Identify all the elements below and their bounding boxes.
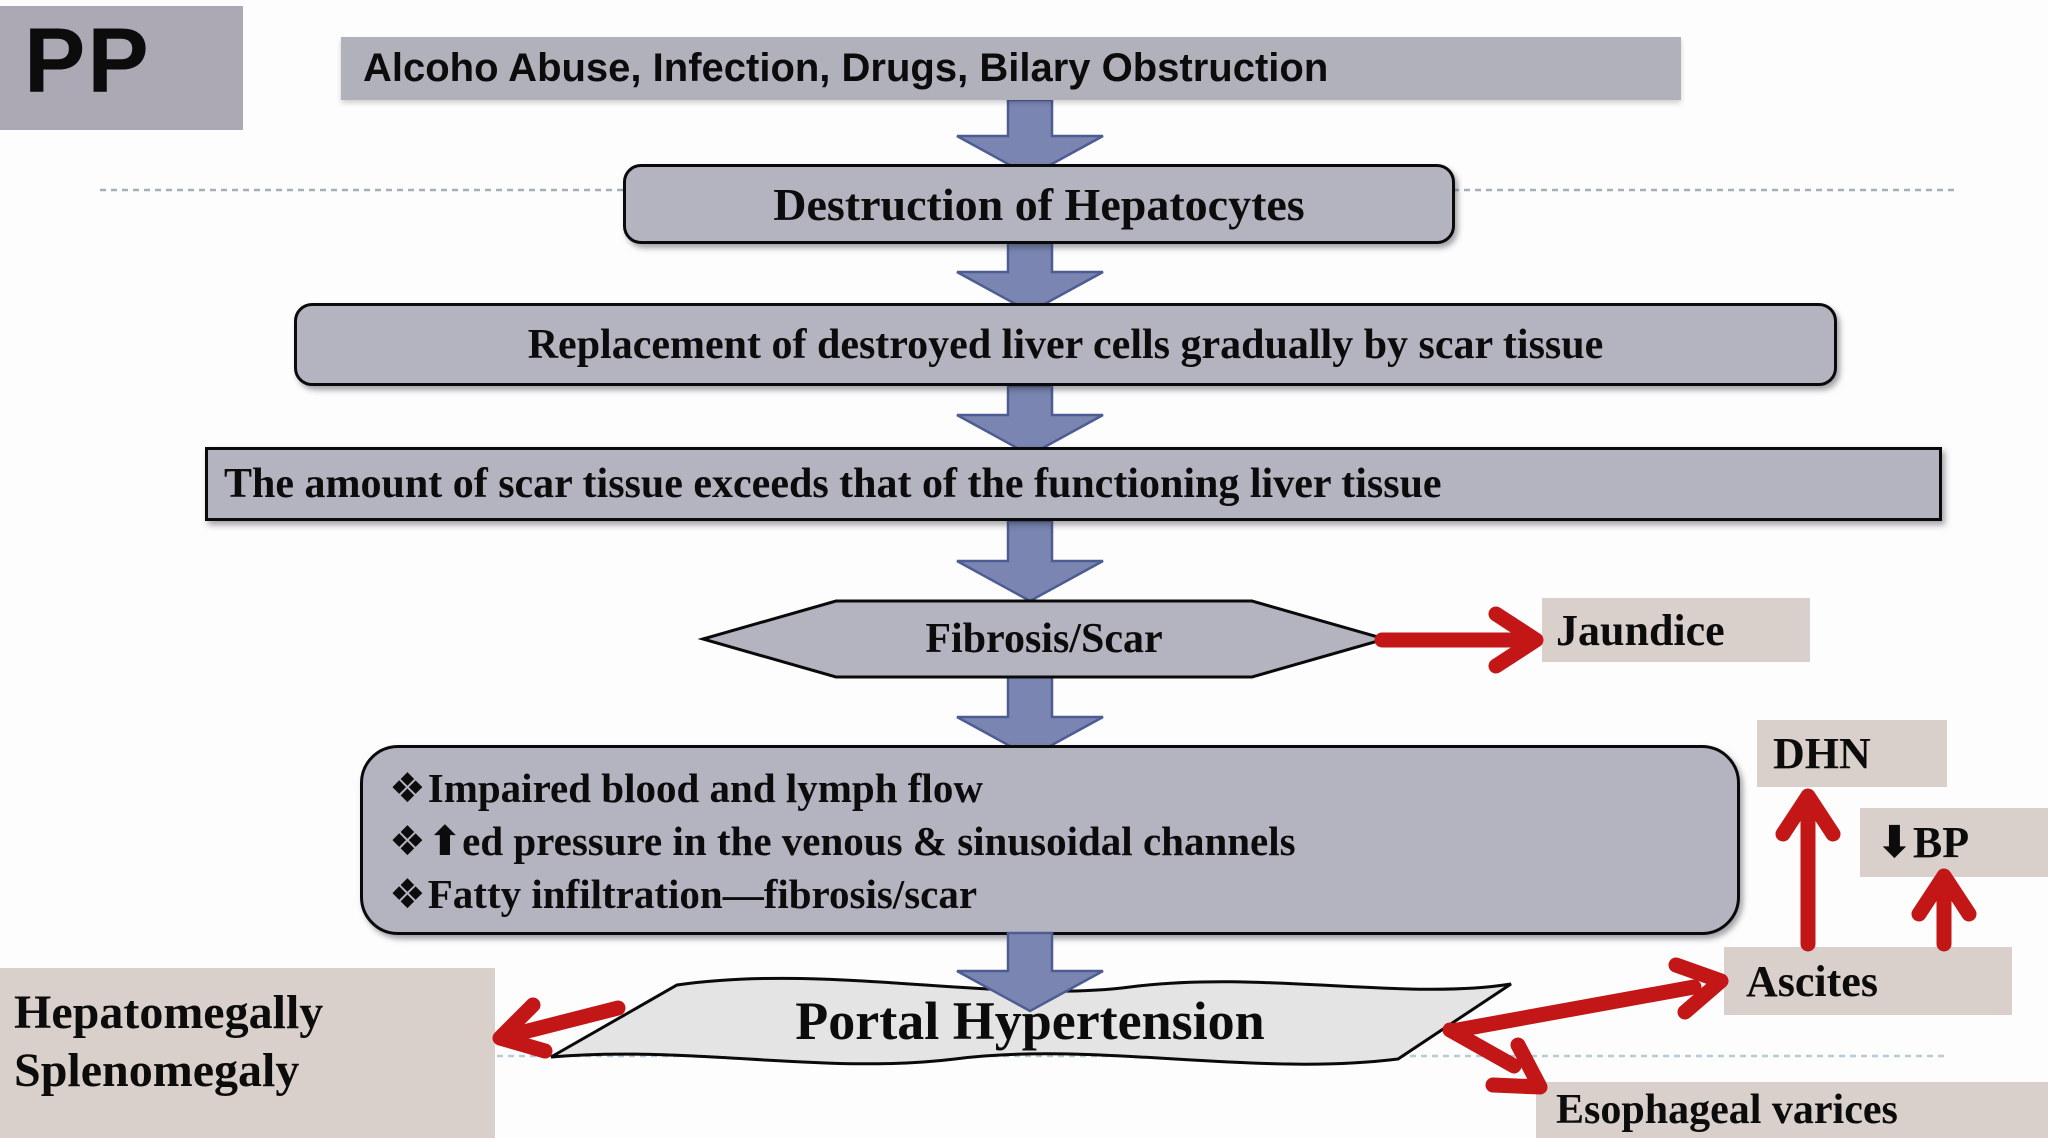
red-arrow-fibrosis-to-jaundice [1374, 606, 1544, 674]
complication-box-low-bp: ⬇BP [1860, 808, 2048, 877]
red-arrow-ascites-to-bp [1911, 868, 1977, 952]
mechanism-item: ❖⬆ed pressure in the venous & sinusoidal… [389, 815, 1727, 868]
diamond-bullet-icon: ❖ [389, 765, 426, 811]
mechanism-text: Fatty infiltration—fibrosis/scar [427, 871, 978, 917]
mechanisms-box: ❖Impaired blood and lymph flow ❖⬆ed pres… [360, 745, 1740, 935]
flow-down-arrow-6 [956, 931, 1104, 1013]
hepatomegaly-line: Hepatomegally [14, 986, 324, 1039]
complication-box-ascites: Ascites [1724, 947, 2012, 1015]
diamond-bullet-icon: ❖ [389, 818, 426, 864]
splenomegaly-line: Splenomegaly [14, 1044, 300, 1097]
flow-down-arrow-5 [956, 675, 1104, 759]
diamond-bullet-icon: ❖ [389, 871, 426, 917]
slide-title-label: PP [0, 6, 243, 130]
stage-box-destruction: Destruction of Hepatocytes [623, 164, 1455, 244]
causes-banner: Alcoho Abuse, Infection, Drugs, Bilary O… [341, 37, 1681, 100]
flow-down-arrow-3 [956, 384, 1104, 457]
red-arrow-ascites-to-dhn [1775, 788, 1841, 952]
stage-label-fibrosis-scar: Fibrosis/Scar [925, 616, 1163, 662]
flow-down-arrow-4 [956, 519, 1104, 603]
flow-down-arrow-2 [956, 241, 1104, 314]
complication-box-esophageal-varices: Esophageal varices [1536, 1082, 2048, 1138]
mechanism-text: ⬆ed pressure in the venous & sinusoidal … [427, 818, 1296, 864]
complication-box-dhn: DHN [1757, 720, 1947, 787]
mechanism-item: ❖Fatty infiltration—fibrosis/scar [389, 868, 1727, 921]
stage-box-scar-exceeds: The amount of scar tissue exceeds that o… [205, 447, 1942, 521]
complication-box-hepatosplenomegaly: Hepatomegally Splenomegaly [0, 968, 495, 1138]
complication-box-jaundice: Jaundice [1542, 598, 1810, 662]
red-arrow-to-esophageal-varices [1442, 1022, 1548, 1095]
red-arrow-to-hepatosplenomegaly [492, 997, 626, 1059]
red-arrow-to-ascites [1444, 957, 1729, 1039]
flow-down-arrow-1 [956, 98, 1104, 178]
mechanism-item: ❖Impaired blood and lymph flow [389, 762, 1727, 815]
mechanism-text: Impaired blood and lymph flow [427, 765, 983, 811]
stage-box-replacement: Replacement of destroyed liver cells gra… [294, 303, 1837, 386]
